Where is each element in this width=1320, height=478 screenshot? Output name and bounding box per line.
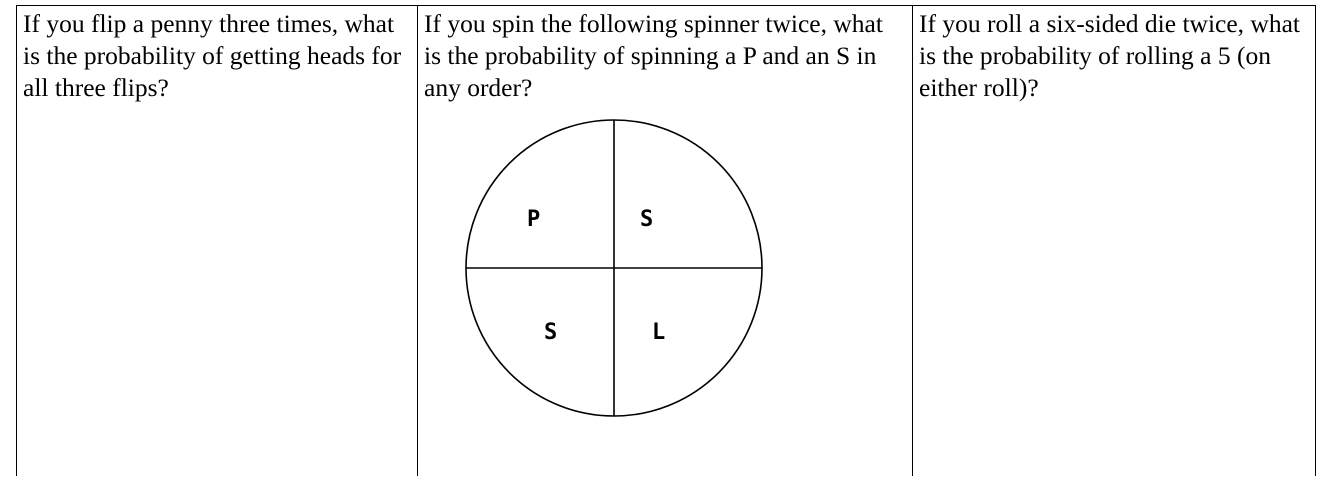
question-text-spinner: If you spin the following spinner twice,… [424, 9, 883, 102]
question-text-die: If you roll a six-sided die twice, what … [919, 9, 1300, 102]
spinner-sector-label: S [544, 320, 557, 345]
probability-questions-table: If you flip a penny three times, what is… [16, 5, 1316, 476]
question-cell-penny: If you flip a penny three times, what is… [16, 5, 418, 476]
spinner-figure: P S S L [464, 118, 774, 428]
spinner-sector-label: S [640, 207, 653, 232]
spinner-diagram: P S S L [465, 119, 763, 417]
question-cell-spinner: If you spin the following spinner twice,… [417, 5, 913, 476]
question-text-penny: If you flip a penny three times, what is… [23, 9, 402, 102]
spinner-sector-label: L [652, 320, 665, 345]
question-cell-die: If you roll a six-sided die twice, what … [912, 5, 1316, 476]
questions-row: If you flip a penny three times, what is… [16, 5, 1316, 476]
spinner-sector-label: P [527, 207, 540, 232]
